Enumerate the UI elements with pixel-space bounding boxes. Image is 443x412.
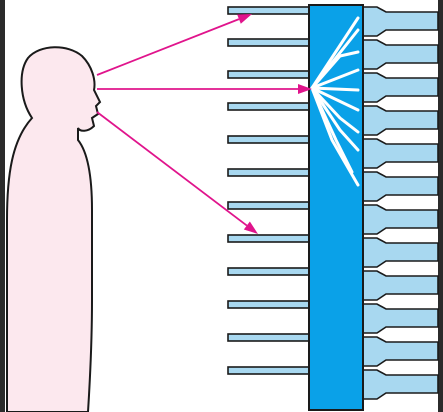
left-tab xyxy=(228,367,309,374)
left-tab xyxy=(228,301,309,308)
left-tab xyxy=(228,7,309,14)
central-column xyxy=(309,5,363,410)
left-tab xyxy=(228,71,309,78)
left-tab xyxy=(228,235,309,242)
left-tab xyxy=(228,268,309,275)
left-tab xyxy=(228,169,309,176)
left-tab xyxy=(228,39,309,46)
left-tab xyxy=(228,136,309,143)
left-tab xyxy=(228,334,309,341)
left-tab xyxy=(228,202,309,209)
left-tab xyxy=(228,103,309,110)
